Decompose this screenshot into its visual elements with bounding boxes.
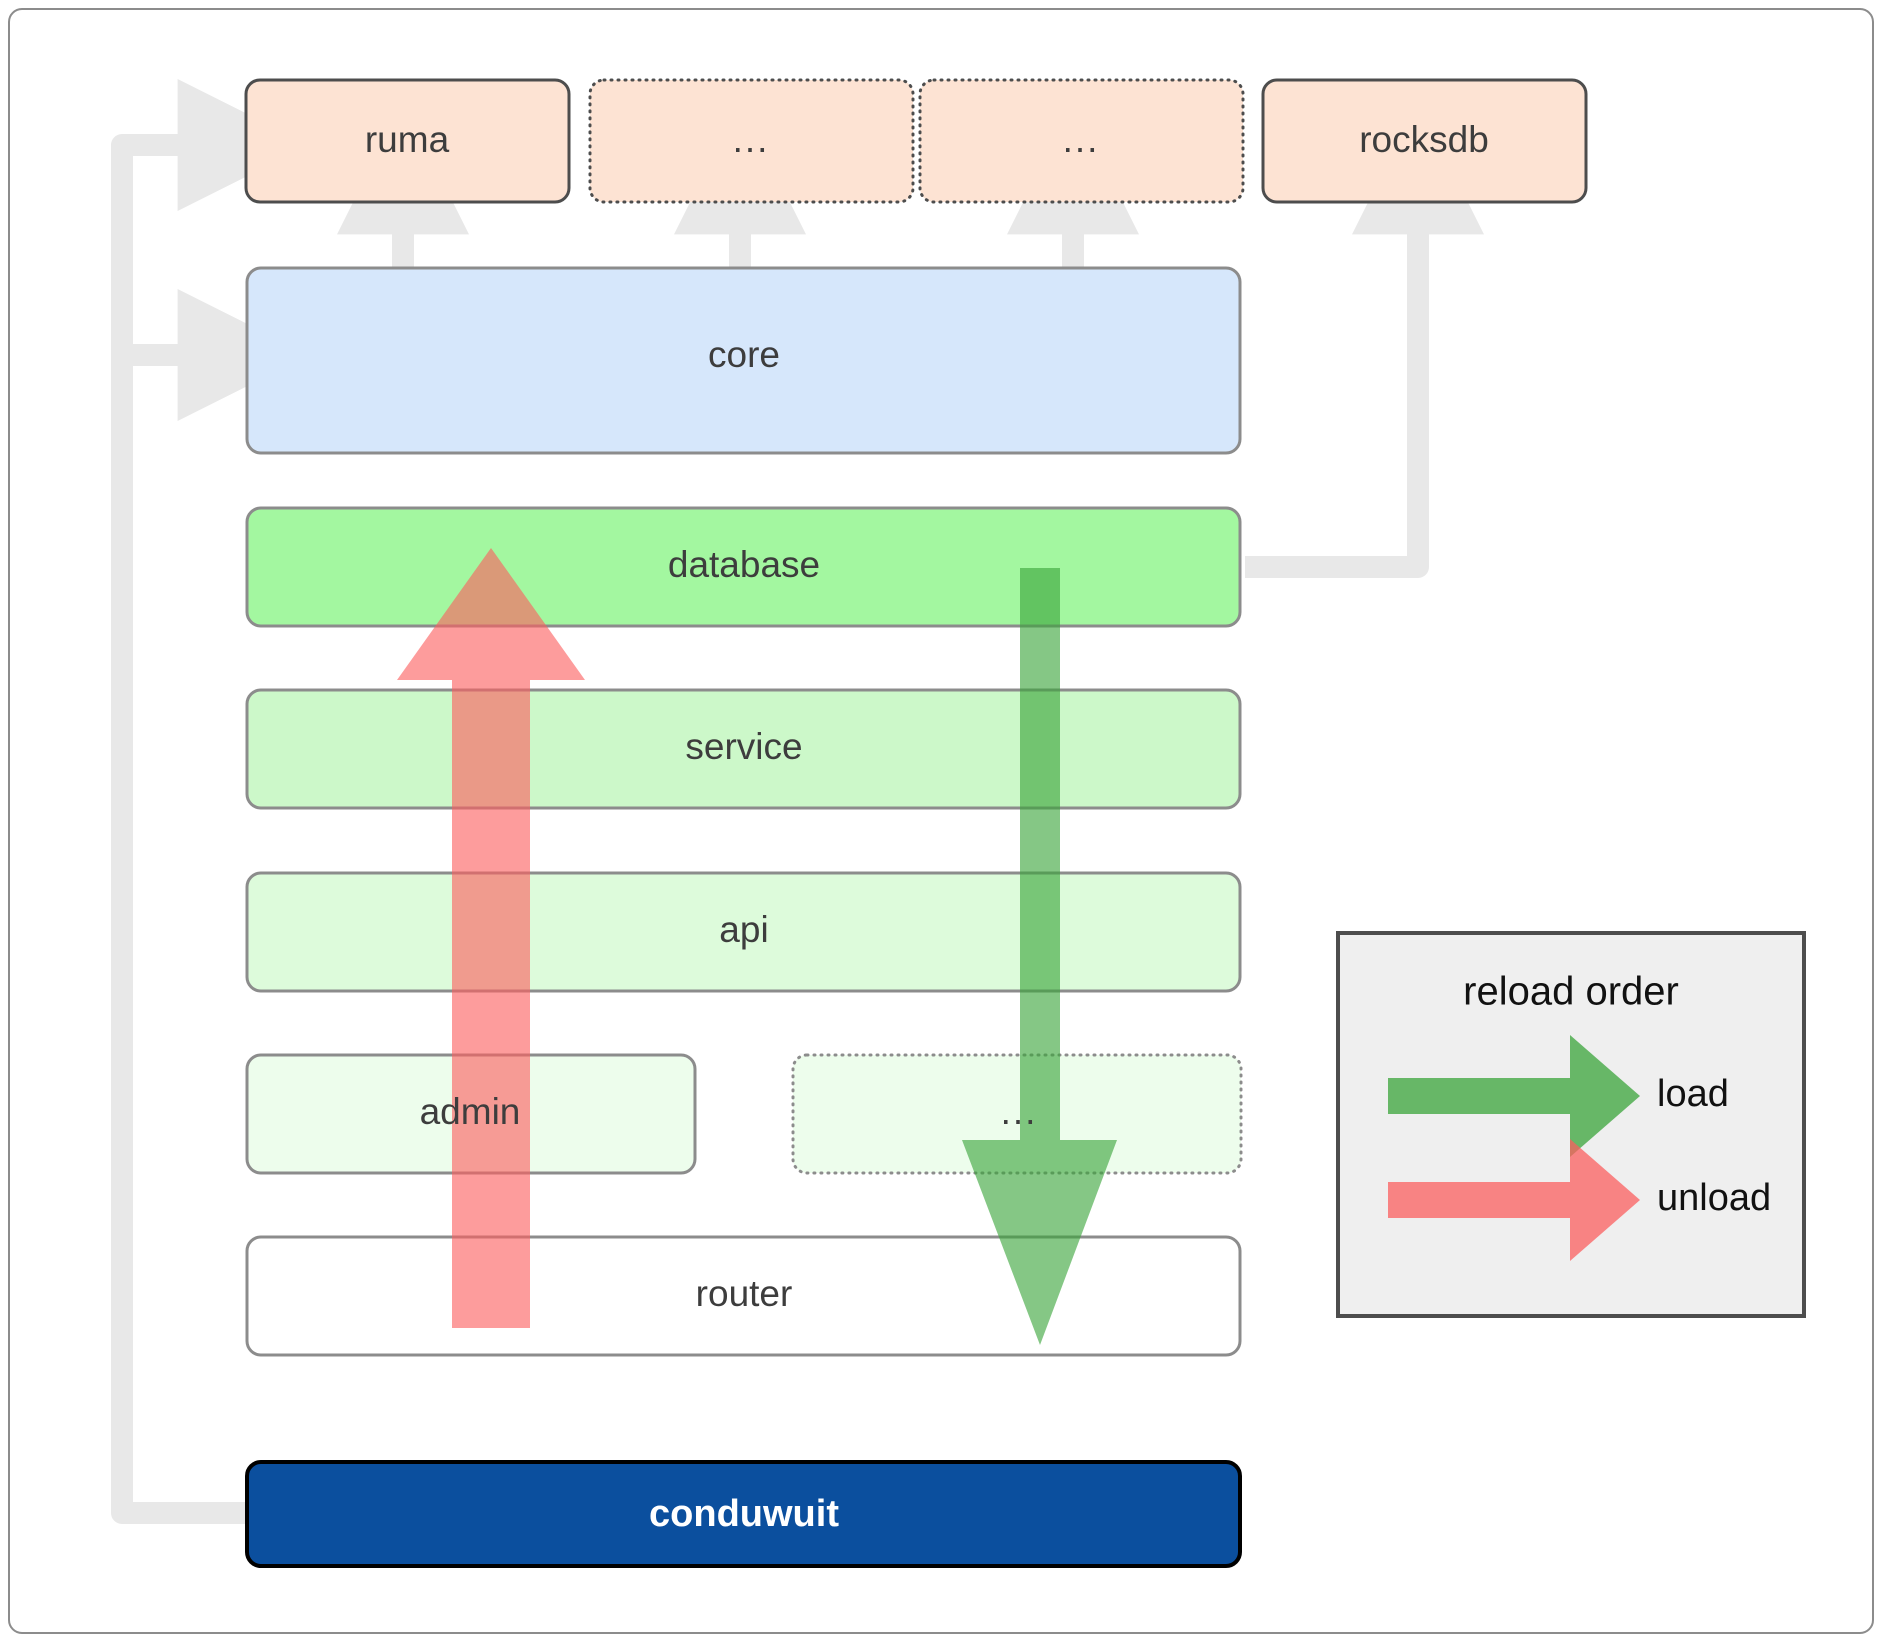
legend-panel: reload order load unload — [1336, 931, 1806, 1318]
legend-title: reload order — [1463, 970, 1679, 1014]
node-conduwuit-label: conduwuit — [649, 1493, 839, 1535]
node-ruma[interactable]: ruma — [244, 78, 571, 204]
node-conduwuit[interactable]: conduwuit — [245, 1460, 1242, 1568]
node-ellipsis-2-label: ... — [1063, 119, 1100, 160]
node-ruma-label: ruma — [365, 119, 450, 160]
node-service-label: service — [685, 726, 802, 767]
legend-item-load: load — [1388, 1035, 1729, 1157]
node-rocksdb-label: rocksdb — [1359, 119, 1489, 160]
node-api-label: api — [719, 909, 768, 950]
node-ellipsis-3-label: ... — [1001, 1091, 1038, 1132]
node-ellipsis-1[interactable]: ... — [588, 78, 915, 204]
node-database-label: database — [668, 544, 820, 585]
load-arrow — [962, 568, 1117, 1345]
load-arrow-icon — [1388, 1035, 1640, 1157]
unload-arrow-icon — [1388, 1139, 1640, 1261]
node-ellipsis-1-label: ... — [733, 119, 770, 160]
connector-database-to-rocksdb — [1245, 102, 1484, 578]
connector-conduwuit-rail — [111, 79, 310, 1524]
node-ellipsis-2[interactable]: ... — [918, 78, 1245, 204]
node-core-label: core — [708, 334, 780, 375]
node-admin-label: admin — [420, 1091, 521, 1132]
node-router-label: router — [696, 1273, 793, 1314]
node-core[interactable]: core — [245, 266, 1242, 455]
legend-item-unload: unload — [1388, 1139, 1771, 1261]
unload-arrow — [397, 548, 585, 1328]
legend-item-load-label: load — [1657, 1073, 1729, 1115]
node-rocksdb[interactable]: rocksdb — [1261, 78, 1588, 204]
legend-item-unload-label: unload — [1657, 1177, 1771, 1219]
